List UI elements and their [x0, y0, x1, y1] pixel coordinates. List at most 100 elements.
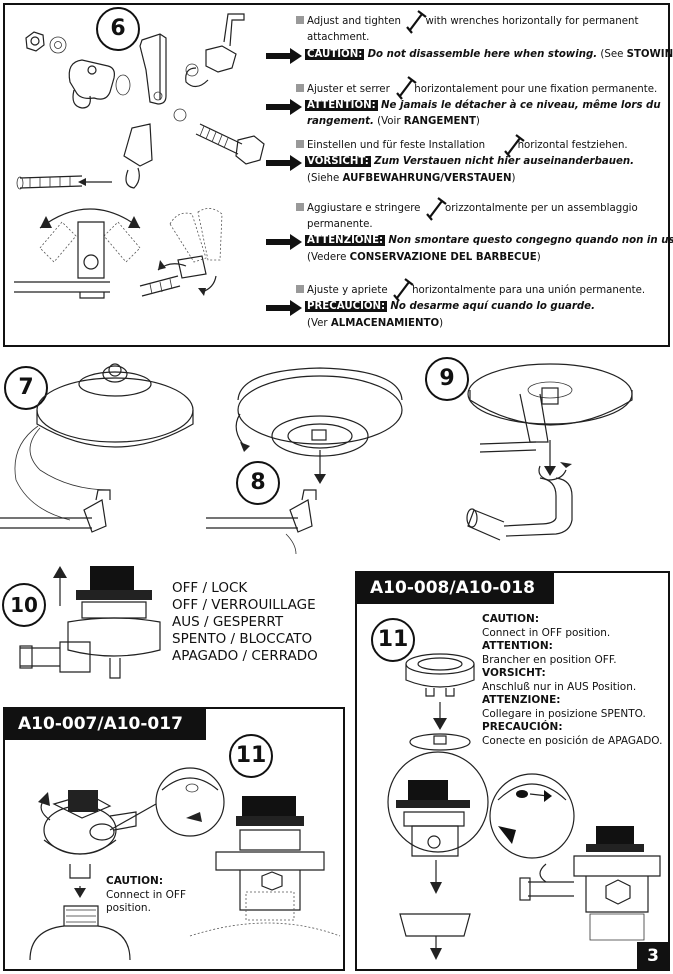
- step6-en-line1b: with wrenches horizontally for permanent: [425, 16, 639, 27]
- step10-line: AUS / GESPERRT: [172, 614, 284, 630]
- step6-panel: [3, 3, 670, 347]
- caution-tag: CAUTION:: [305, 49, 365, 60]
- step10-line: SPENTO / BLOCCATO: [172, 631, 313, 647]
- model-b-illustration: [387, 653, 661, 960]
- attention-tag: ATTENTION:: [305, 100, 378, 111]
- vorsicht-tag: VORSICHT:: [305, 156, 371, 167]
- step6-it-ref-pre: (Vedere: [307, 252, 350, 263]
- step6-en-caution: CAUTION: Do not disassemble here when st…: [305, 47, 673, 63]
- step10-line: APAGADO / CERRADO: [172, 648, 318, 664]
- step10-line: OFF / VERROUILLAGE: [172, 597, 316, 613]
- step6-en-line1: Adjust and tighten: [307, 16, 401, 27]
- precaucion-tag: PRECAUCIÓN:: [305, 301, 388, 312]
- model-b-title: A10-008/A10-018: [356, 572, 554, 604]
- step6-de-ref: AUFBEWAHRUNG/VERSTAUEN: [342, 173, 512, 184]
- warning-square-icon: [296, 140, 304, 148]
- step6-fr-warning2: rangement.: [307, 116, 374, 127]
- step6-es-caution: PRECAUCIÓN: No desarme aquí cuando lo gu…: [305, 299, 595, 315]
- caution-item: ATTENZIONE:Collegare in posizione SPENTO…: [482, 694, 662, 721]
- step6-fr-instruction: Ajuster et serrer horizontalement pour u…: [296, 82, 657, 98]
- caution-text: Connect in OFF position.: [482, 626, 611, 639]
- step6-de-ref-pre: (Siehe: [307, 173, 343, 184]
- step6-fr-line1b: horizontalement pour une fixation perman…: [414, 84, 658, 95]
- model-b-cautions: CAUTION:Connect in OFF position. ATTENTI…: [482, 613, 662, 748]
- caution-text: Conecte en posición de APAGADO.: [482, 734, 663, 747]
- model-a-step-number: 11: [229, 734, 273, 778]
- step6-es-line1: Ajuste y apriete: [307, 285, 388, 296]
- warning-square-icon: [296, 203, 304, 211]
- step8-number: 8: [236, 461, 280, 505]
- step6-number: 6: [96, 7, 140, 51]
- warning-square-icon: [296, 285, 304, 293]
- step6-it-line1b: orizzontalmente per un assemblaggio: [444, 203, 638, 214]
- step10-line: OFF / LOCK: [172, 580, 248, 596]
- step6-icons: [266, 10, 525, 316]
- step7-number: 7: [4, 366, 48, 410]
- step6-fr-ref: RANGEMENT: [403, 116, 476, 127]
- step6-fr-line3: rangement. (Voir RANGEMENT): [307, 114, 480, 130]
- model-a-caution-title: CAUTION:: [106, 875, 164, 887]
- step10-lines: OFF / LOCK OFF / VERROUILLAGE AUS / GESP…: [172, 580, 318, 665]
- step6-es-ref-line: (Ver ALMACENAMIENTO): [307, 316, 443, 332]
- step6-fr-warning1: Ne jamais le détacher à ce niveau, même …: [380, 100, 661, 111]
- step6-fr-ref-post: ): [475, 116, 480, 127]
- step6-it-ref: CONSERVAZIONE DEL BARBECUE: [349, 252, 537, 263]
- model-a-illustration: [29, 767, 341, 961]
- step6-es-line1b: horizontalmente para una unión permanent…: [412, 285, 646, 296]
- step6-en-ref: STOWING: [626, 49, 673, 60]
- page-number: 3: [637, 942, 669, 970]
- step6-it-instruction: Aggiustare e stringere orizzontalmente p…: [296, 201, 638, 217]
- caution-head: ATTENZIONE:: [482, 694, 561, 706]
- step6-es-ref-pre: (Ver: [307, 318, 331, 329]
- step6-de-ref-line: (Siehe AUFBEWAHRUNG/VERSTAUEN): [307, 171, 515, 187]
- step10-illustration: [19, 566, 161, 679]
- step6-en-line2: attachment.: [307, 32, 370, 43]
- model-a-caution-line2: position.: [106, 902, 151, 914]
- step6-illustration: [14, 13, 265, 299]
- step6-de-warning: Zum Verstauen nicht hier auseinanderbaue…: [374, 156, 635, 167]
- step6-it-ref-line: (Vedere CONSERVAZIONE DEL BARBECUE): [307, 250, 541, 266]
- step6-es-warning: No desarme aquí cuando lo guarde.: [390, 301, 595, 312]
- wrench-icon: [393, 10, 525, 302]
- model-a-caution: CAUTION: Connect in OFF position.: [106, 875, 186, 916]
- caution-item: CAUTION:Connect in OFF position.: [482, 613, 662, 640]
- step6-it-line1: Aggiustare e stringere: [307, 203, 421, 214]
- step6-es-ref-post: ): [439, 318, 444, 329]
- step6-it-warning: Non smontare questo congegno quando non …: [388, 235, 673, 246]
- caution-item: PRECAUCIÓN:Conecte en posición de APAGAD…: [482, 721, 662, 748]
- step6-es-ref: ALMACENAMIENTO: [330, 318, 440, 329]
- step6-es-instruction: Ajuste y apriete horizontalmente para un…: [296, 283, 645, 299]
- caution-text: Anschluß nur in AUS Position.: [482, 680, 637, 693]
- caution-text: Brancher en position OFF.: [482, 653, 617, 666]
- caution-text: Collegare in posizione SPENTO.: [482, 707, 646, 720]
- caution-head: ATTENTION:: [482, 640, 553, 652]
- caution-head: PRECAUCIÓN:: [482, 721, 563, 733]
- step6-de-line1b: horizontal festziehen.: [517, 140, 628, 151]
- model-a-caution-line1: Connect in OFF: [106, 888, 187, 901]
- attenzione-tag: ATTENZIONE:: [305, 235, 386, 246]
- caution-head: VORSICHT:: [482, 667, 546, 679]
- step6-fr-caution: ATTENTION: Ne jamais le détacher à ce ni…: [305, 98, 661, 114]
- step6-de-caution: VORSICHT: Zum Verstauen nicht hier ausei…: [305, 154, 634, 170]
- step6-en-ref-pre: (See: [600, 49, 627, 60]
- step10-number: 10: [2, 583, 46, 627]
- step6-de-line1: Einstellen und für feste Installation: [307, 140, 486, 151]
- step6-de-instruction: Einstellen und für feste Installation ho…: [296, 138, 628, 154]
- step6-fr-ref-pre: (Voir: [373, 116, 404, 127]
- arrow-right-icon: [266, 48, 302, 316]
- steps-7-9-illustration: [0, 363, 633, 555]
- step6-en-instruction: Adjust and tighten with wrenches horizon…: [296, 14, 638, 30]
- caution-head: CAUTION:: [482, 613, 540, 625]
- step9-number: 9: [425, 357, 469, 401]
- step6-fr-line1: Ajuster et serrer: [307, 84, 390, 95]
- step6-it-ref-post: ): [536, 252, 541, 263]
- step6-de-ref-post: ): [511, 173, 516, 184]
- caution-item: ATTENTION:Brancher en position OFF.: [482, 640, 662, 667]
- model-a-title: A10-007/A10-017: [4, 708, 206, 740]
- step6-it-caution: ATTENZIONE: Non smontare questo congegno…: [305, 233, 673, 249]
- step6-it-line2: permanente.: [307, 219, 373, 230]
- caution-item: VORSICHT:Anschluß nur in AUS Position.: [482, 667, 662, 694]
- model-b-step-number: 11: [371, 618, 415, 662]
- warning-square-icon: [296, 16, 304, 24]
- step6-en-warning: Do not disassemble here when stowing.: [367, 49, 598, 60]
